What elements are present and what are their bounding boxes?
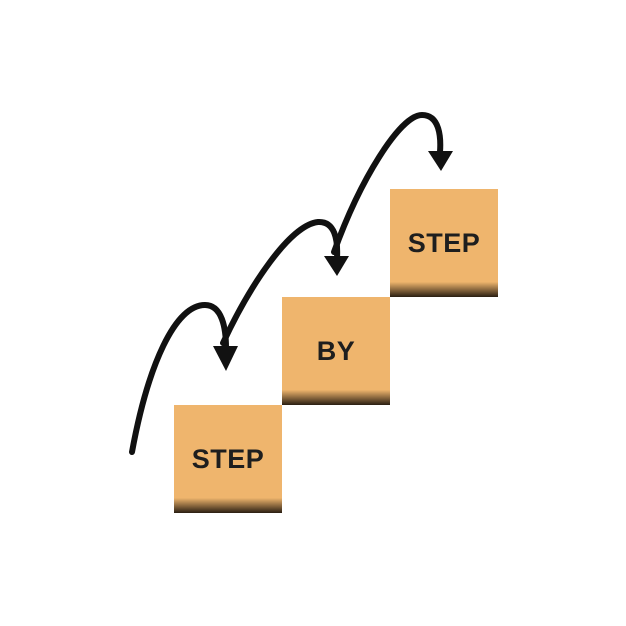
step-block-3: STEP [390, 189, 498, 297]
step-block-2-label: BY [316, 335, 356, 366]
jump-arrow-2 [220, 219, 341, 346]
step-block-2: BY [282, 297, 390, 405]
arrowhead-3 [428, 151, 453, 171]
step-block-3-shape [390, 189, 498, 297]
step-block-1-label: STEP [191, 443, 265, 474]
jump-arrow-3 [331, 111, 444, 255]
jump-arrow-1 [129, 301, 229, 455]
step-block-2-shape [282, 297, 390, 405]
step-block-3-label: STEP [407, 227, 481, 258]
step-block-1: STEP [174, 405, 282, 513]
step-block-1-shape [174, 405, 282, 513]
arrowhead-1 [213, 346, 238, 371]
arrowhead-2 [324, 256, 349, 276]
